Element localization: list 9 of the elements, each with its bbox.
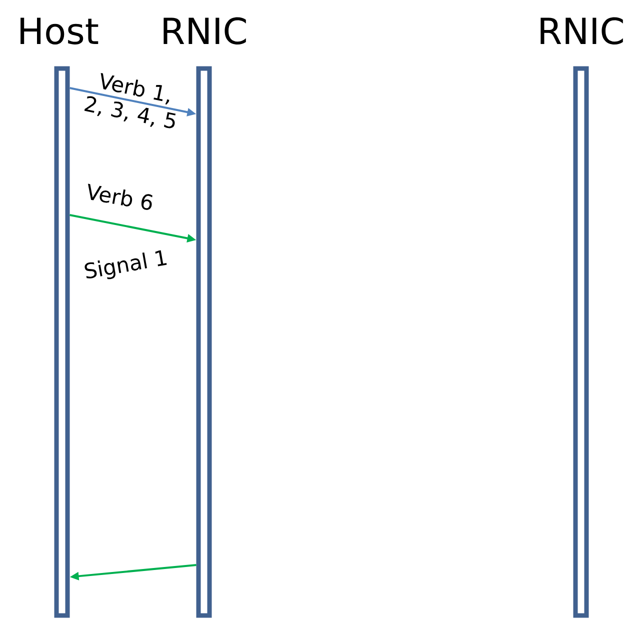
- lifeline-heading: RNIC: [164, 17, 246, 44]
- edge-label: Verb 1, 2, 3, 4, 5: [84, 72, 176, 128]
- lifeline-heading: Host: [20, 18, 98, 44]
- lifeline-heading: RNIC: [540, 17, 623, 44]
- lifeline-bar: [54, 66, 70, 618]
- signal-label: Signal 1: [84, 250, 167, 280]
- edge-label: Verb 6: [88, 184, 152, 210]
- lifeline-bar: [573, 66, 589, 618]
- lifeline-bar: [196, 66, 212, 618]
